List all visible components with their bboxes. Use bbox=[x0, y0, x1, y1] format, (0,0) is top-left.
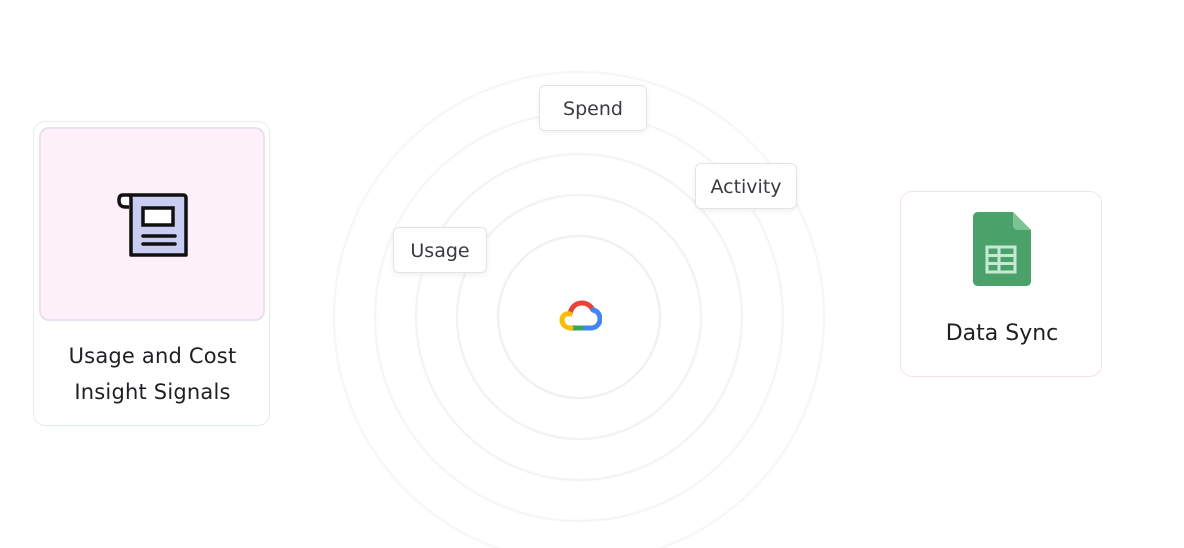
source-thumbnail bbox=[39, 127, 265, 321]
google-cloud-logo-icon bbox=[559, 300, 602, 331]
signal-chip-activity[interactable]: Activity bbox=[695, 163, 797, 209]
document-icon bbox=[117, 193, 188, 257]
google-sheets-icon bbox=[973, 212, 1031, 286]
signal-chip-usage[interactable]: Usage bbox=[393, 227, 487, 273]
destination-title: Data Sync bbox=[945, 321, 1059, 346]
destination-card[interactable]: Data Sync bbox=[900, 191, 1102, 377]
signal-chip-spend[interactable]: Spend bbox=[539, 85, 647, 131]
